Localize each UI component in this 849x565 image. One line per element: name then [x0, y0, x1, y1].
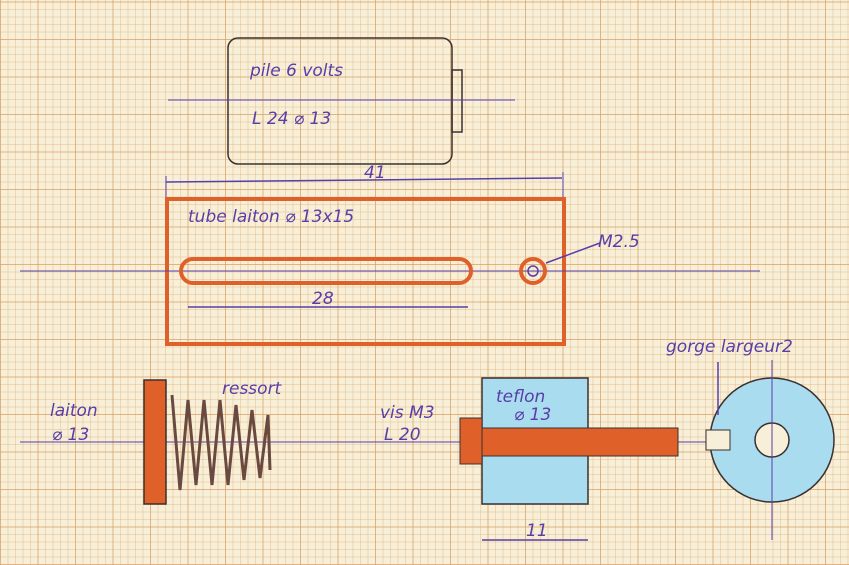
battery-title: pile 6 volts	[249, 61, 343, 81]
tube-slot	[179, 257, 473, 285]
cap-label: laiton	[50, 401, 98, 421]
tube-drawing: 41 tube laiton ⌀ 13x15 M2.5 28	[20, 163, 760, 346]
spring	[170, 394, 272, 491]
brass-cap	[143, 379, 167, 505]
slot-dim: 28	[312, 289, 334, 309]
battery-dims: L 24 ⌀ 13	[252, 109, 331, 129]
screw-label: vis M3	[380, 403, 435, 423]
lower-assembly: laiton ⌀ 13 ressort vis M3 L 20 teflon ⌀…	[20, 337, 835, 541]
spring-label: ressort	[222, 379, 283, 399]
length-dimension-line	[165, 177, 563, 183]
hole-label: M2.5	[598, 232, 640, 252]
battery-drawing: pile 6 volts L 24 ⌀ 13	[168, 37, 515, 165]
groove-label: gorge largeur2	[666, 337, 793, 357]
insulator-dim: ⌀ 13	[514, 405, 551, 425]
insulator-label: teflon	[496, 387, 545, 407]
cap-dim: ⌀ 13	[52, 425, 89, 445]
screw-length: L 20	[384, 425, 421, 445]
insulator-width-dim: 11	[526, 521, 548, 541]
tube-length-dim: 41	[364, 163, 386, 183]
screw-head	[459, 417, 483, 465]
tube-hole	[519, 257, 547, 285]
tube-label: tube laiton ⌀ 13x15	[188, 207, 354, 227]
screw-shank	[481, 427, 679, 457]
